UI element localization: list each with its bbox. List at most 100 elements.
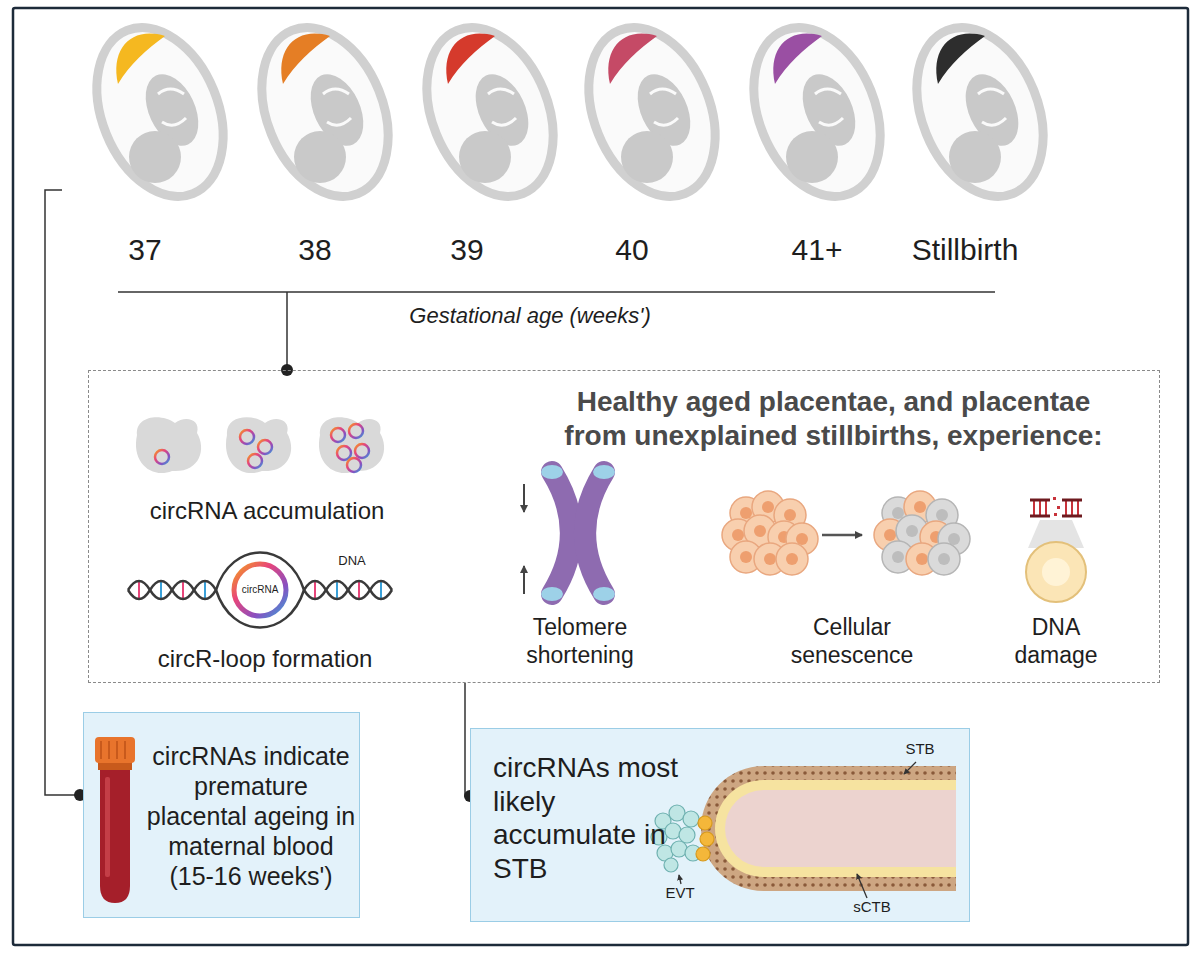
week-label: 39	[427, 232, 507, 268]
uterus-icon	[893, 9, 1066, 216]
dna-helix	[314, 582, 316, 598]
dna-damage-icon	[1071, 500, 1073, 516]
dna-damage-icon	[1026, 542, 1086, 602]
dna-damage-icon	[1026, 497, 1086, 602]
blood-tube-icon	[124, 741, 126, 759]
dna-helix	[128, 553, 392, 628]
dna-damage-icon	[1042, 558, 1070, 586]
chromosome-icon	[541, 465, 563, 479]
dna-damage-icon	[1030, 500, 1082, 516]
circrna-ring	[248, 454, 262, 468]
blood-tube-icon	[100, 769, 130, 903]
villus-illustration	[698, 816, 712, 830]
circrna-ring	[240, 430, 254, 444]
uterus-icon	[116, 34, 165, 84]
chromosome-icon	[523, 484, 525, 512]
uterus-icon	[730, 9, 903, 216]
timeline-axis	[118, 291, 995, 293]
bracket-line	[45, 190, 86, 801]
week-label: 37	[105, 232, 185, 268]
dna-damage-icon	[1054, 513, 1057, 516]
dna-damage-icon	[1045, 500, 1047, 516]
villus-illustration	[701, 766, 956, 891]
bracket-line	[45, 190, 76, 795]
week-label: 38	[275, 232, 355, 268]
circrna-ring	[349, 424, 363, 438]
uterus-icon	[936, 34, 985, 84]
dna-damage-icon	[1062, 515, 1082, 518]
villus-illustration	[725, 790, 956, 867]
villus-illustration	[679, 827, 695, 843]
box-text: circRNAs indicate premature placental ag…	[144, 741, 358, 891]
villus-illustration	[683, 811, 699, 827]
conclusion-box: circRNAs indicate premature placental ag…	[83, 712, 360, 918]
leader-line	[281, 292, 293, 376]
week-label: Stillbirth	[875, 232, 1055, 268]
dna-helix	[336, 582, 338, 598]
circrna-ring	[155, 424, 369, 472]
dna-helix	[204, 582, 206, 598]
conclusion-box: circRNAs most likely accumulate in STB	[470, 728, 970, 922]
week-label: 41+	[772, 232, 862, 268]
leader-line	[286, 292, 288, 366]
dna-damage-icon	[1077, 500, 1079, 516]
dna-helix	[182, 582, 184, 598]
chromosome-icon	[552, 472, 571, 594]
cell-cluster	[928, 543, 960, 575]
uterus-icon	[893, 9, 1066, 216]
feature-label: Telomere shortening	[505, 614, 655, 669]
villus-illustration	[715, 780, 956, 877]
dna-damage-icon	[1034, 500, 1078, 516]
uterus-icon	[773, 34, 822, 84]
dna-damage-icon	[1030, 499, 1050, 502]
uterus-icon	[73, 9, 246, 216]
villus-illustration	[664, 858, 678, 872]
box-text: circRNAs most likely accumulate in STB	[493, 751, 698, 885]
uterus-icon	[403, 9, 576, 216]
blood-tube-icon	[95, 737, 135, 903]
week-label: 40	[592, 232, 672, 268]
blood-tube-icon	[116, 741, 118, 759]
dna-damage-icon	[1065, 500, 1067, 516]
dna-helix	[380, 582, 382, 598]
circrna-ring	[347, 458, 361, 472]
uterus-icon	[403, 9, 576, 216]
cell-cluster	[822, 534, 862, 537]
circrna-ring	[337, 446, 351, 460]
villus-illustration	[696, 847, 710, 861]
cell-cluster	[776, 543, 808, 575]
circrna-ring	[355, 444, 369, 458]
blood-tube-icon	[95, 737, 135, 763]
chromosome-icon	[524, 465, 615, 601]
uterus-icon	[73, 9, 246, 216]
blood-tube-icon	[100, 741, 102, 759]
chromosome-icon	[593, 465, 615, 479]
part-label: sCTB	[849, 898, 895, 916]
part-label: STB	[900, 740, 940, 758]
uterus-icon	[238, 9, 411, 216]
uterus-icon	[446, 34, 495, 84]
uterus-icon	[730, 9, 903, 216]
uterus-icon	[281, 34, 330, 84]
circrna-ring	[331, 428, 345, 442]
villus-illustration	[696, 816, 714, 861]
chromosome-icon	[541, 587, 563, 601]
dna-damage-icon	[1039, 500, 1041, 516]
cell-icon	[319, 417, 384, 473]
cell-icon	[136, 417, 201, 473]
villus-illustration	[679, 875, 681, 884]
uterus-icon	[565, 9, 738, 216]
chromosome-icon	[523, 566, 525, 594]
dna-damage-icon	[1030, 515, 1050, 518]
outer-frame	[13, 8, 1188, 945]
dna-damage-icon	[1053, 497, 1056, 500]
dna-damage-icon	[1062, 499, 1082, 502]
villus-illustration	[857, 874, 867, 898]
dna-damage-icon	[1033, 500, 1035, 516]
dna-helix	[234, 564, 286, 616]
box-text: Healthy aged placentae, and placentae fr…	[546, 385, 1121, 452]
cell-icon	[136, 417, 384, 473]
feature-label: Cellular senescence	[777, 614, 927, 669]
feature-label: circRNA accumulation	[117, 497, 417, 526]
